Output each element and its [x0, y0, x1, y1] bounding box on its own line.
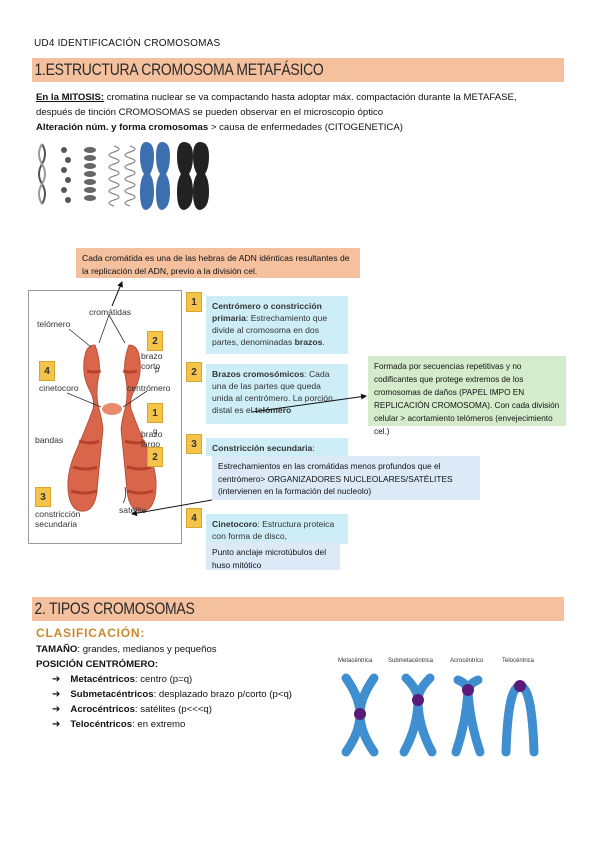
mitosis-paragraph: En la MITOSIS: cromatina nuclear se va c… — [36, 90, 566, 135]
item-text: : centro (p=q) — [134, 674, 193, 685]
item-2-title: Brazos cromosómicos — [212, 369, 305, 379]
item-1-end: brazos — [294, 337, 323, 347]
item-1-text: : Estrechamiento que divide al cromosoma… — [212, 313, 328, 347]
label-bandas: bandas — [35, 435, 64, 445]
type-label-metacentrica: Metacéntrica — [338, 658, 373, 664]
list-item-submetacentricos: ➔ Submetacéntricos: desplazado brazo p/co… — [52, 687, 292, 702]
item-label: Metacéntricos — [70, 674, 135, 685]
item-2-text: : Cada una de las partes que queda unida… — [212, 369, 333, 415]
item-4-text: : Estructura proteica con forma de disco… — [212, 519, 335, 541]
compaction-strip-image — [34, 138, 214, 214]
label-brazo-corto: brazo corto — [141, 351, 163, 371]
label-constriccion-secundaria: constricción secundaria — [35, 509, 81, 529]
posicion-label: POSICIÓN CENTRÓMERO: — [36, 659, 159, 670]
item-3-text: : — [312, 443, 315, 453]
item-text: : en extremo — [132, 719, 186, 730]
list-item-metacentricos: ➔ Metacéntricos: centro (p=q) — [52, 672, 292, 687]
item-text: : satélites (p<<<q) — [134, 704, 212, 715]
label-q: q — [153, 427, 158, 436]
arrow-icon: ➔ — [52, 704, 61, 715]
chromatid-note: Cada cromátida es una de las hebras de A… — [76, 248, 360, 278]
tag-3: 3 — [186, 434, 202, 454]
tamano-line: TAMAÑO: grandes, medianos y pequeños — [36, 642, 217, 657]
section-1-bar: 1.ESTRUCTURA CROMOSOMA METAFÁSICO — [32, 58, 564, 82]
alteracion-label: Alteración núm. y forma cromosomas — [36, 122, 209, 133]
tipos-list: ➔ Metacéntricos: centro (p=q) ➔ Submetacén… — [52, 672, 292, 732]
label-brazo-largo: brazo largo — [141, 429, 163, 449]
label-telomero: telómero — [37, 319, 71, 329]
item-label: Telocéntricos — [70, 719, 133, 730]
item-3-title: Constricción secundaria — [212, 443, 313, 453]
item-label: Submetacéntricos — [70, 689, 154, 700]
section-2-title: 2. TIPOS CROMOSOMAS — [34, 599, 195, 618]
label-cinetocoro: cinetocoro — [39, 383, 79, 393]
item-3-box: Constricción secundaria: — [206, 438, 348, 456]
item-text: : desplazado brazo p/corto (p<q) — [153, 689, 292, 700]
tamano-label: TAMAÑO — [36, 644, 78, 655]
mitosis-label: En la MITOSIS: — [36, 92, 105, 103]
item-2-end: telómero — [255, 405, 292, 415]
section-2-bar: 2. TIPOS CROMOSOMAS — [32, 597, 564, 621]
type-label-acrocentrico: Acrocéntrico — [450, 658, 484, 664]
label-centromero: centrómero — [127, 383, 171, 393]
clasificacion-heading: CLASIFICACIÓN: — [36, 626, 146, 640]
item-1-title: Centrómero o constricción primaria — [212, 301, 322, 323]
list-item-acrocentricos: ➔ Acrocéntricos: satélites (p<<<q) — [52, 702, 292, 717]
diagram-tag-4: 4 — [39, 361, 55, 381]
constriccion-note: Estrechamientos en las cromátidas menos … — [212, 456, 480, 500]
item-4-box: Cinetocoro: Estructura proteica con form… — [206, 514, 348, 544]
item-1-box: Centrómero o constricción primaria: Estr… — [206, 296, 348, 354]
document-header: UD4 IDENTIFICACIÓN CROMOSOMAS — [34, 38, 221, 49]
diagram-tag-2a: 2 — [147, 331, 163, 351]
arrow-icon: ➔ — [52, 674, 61, 685]
cinetocoro-note: Punto anclaje microtúbulos del huso mitó… — [206, 542, 340, 570]
tag-4: 4 — [186, 508, 202, 528]
item-2-box: Brazos cromosómicos: Cada una de las par… — [206, 364, 348, 424]
mitosis-text: cromatina nuclear se va compactando hast… — [104, 92, 517, 103]
type-label-telocentrica: Telocéntrica — [502, 658, 535, 664]
diagram-tag-3: 3 — [35, 487, 51, 507]
telomero-note: Formada por secuencias repetitivas y no … — [368, 356, 566, 436]
section-1-title: 1.ESTRUCTURA CROMOSOMA METAFÁSICO — [34, 60, 324, 79]
alteracion-text: > causa de enfermedades (CITOGENETICA) — [208, 122, 403, 133]
chromosome-types-illustration: Metacéntrica Submetacéntrica Acrocéntric… — [330, 656, 554, 766]
arrow-icon: ➔ — [52, 689, 61, 700]
label-p: p — [155, 365, 160, 374]
tag-1: 1 — [186, 292, 202, 312]
item-4-title: Cinetocoro — [212, 519, 258, 529]
label-satelite: satélite — [119, 505, 147, 515]
tincion-text: después de tinción CROMOSOMAS se pueden … — [36, 107, 384, 118]
arrow-icon: ➔ — [52, 719, 61, 730]
tag-2: 2 — [186, 362, 202, 382]
list-item-telocentricos: ➔ Telocéntricos: en extremo — [52, 717, 292, 732]
diagram-tag-2b: 2 — [147, 447, 163, 467]
label-cromatidas: cromátidas — [89, 307, 132, 317]
item-label: Acrocéntricos — [70, 704, 135, 715]
tamano-text: : grandes, medianos y pequeños — [77, 644, 217, 655]
chromosome-diagram: cromátidas telómero cinetocoro centrómer… — [28, 290, 182, 544]
diagram-tag-1: 1 — [147, 403, 163, 423]
type-label-submetacentrica: Submetacéntrica — [388, 658, 434, 664]
